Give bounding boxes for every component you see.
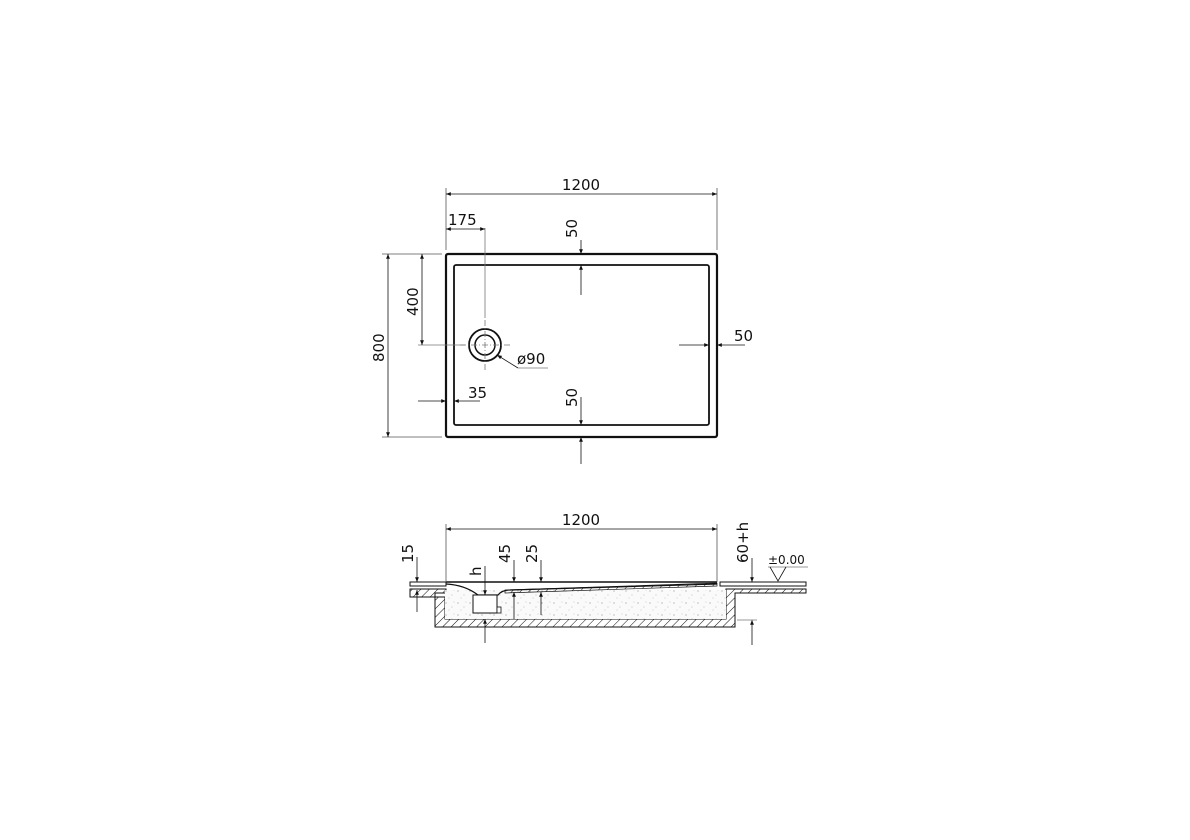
tray-outer-outline xyxy=(444,252,719,439)
drain-diameter-label: ø90 xyxy=(517,350,545,368)
drain-height-label: h xyxy=(467,566,485,576)
slab-thickness-label: 15 xyxy=(399,544,417,563)
drain-body xyxy=(472,594,498,614)
plan-view: 1200 175 50 800 400 ø90 35 50 50 xyxy=(370,176,753,464)
floor-finish-right xyxy=(719,581,807,587)
drain-icon xyxy=(460,320,510,370)
section-width-label: 1200 xyxy=(562,511,600,529)
top-rim-label: 50 xyxy=(563,219,581,238)
section-view: 1200 15 h 45 25 60+h ±0.00 xyxy=(399,511,808,645)
floor-finish-left xyxy=(409,581,447,587)
drain-offset-x-label: 175 xyxy=(448,211,477,229)
edge-label: 35 xyxy=(468,384,487,402)
tray-inner-outline xyxy=(453,264,710,426)
plan-width-label: 1200 xyxy=(562,176,600,194)
drain-offset-y-label: 400 xyxy=(404,287,422,316)
depth-45-label: 45 xyxy=(496,544,514,563)
depth-25-label: 25 xyxy=(523,544,541,563)
level-label: ±0.00 xyxy=(768,553,805,567)
bottom-rim-label: 50 xyxy=(563,388,581,407)
level-marker-icon xyxy=(768,566,808,582)
plan-height-label: 800 xyxy=(370,333,388,362)
recess-label: 60+h xyxy=(734,522,752,563)
right-rim-label: 50 xyxy=(734,327,753,345)
